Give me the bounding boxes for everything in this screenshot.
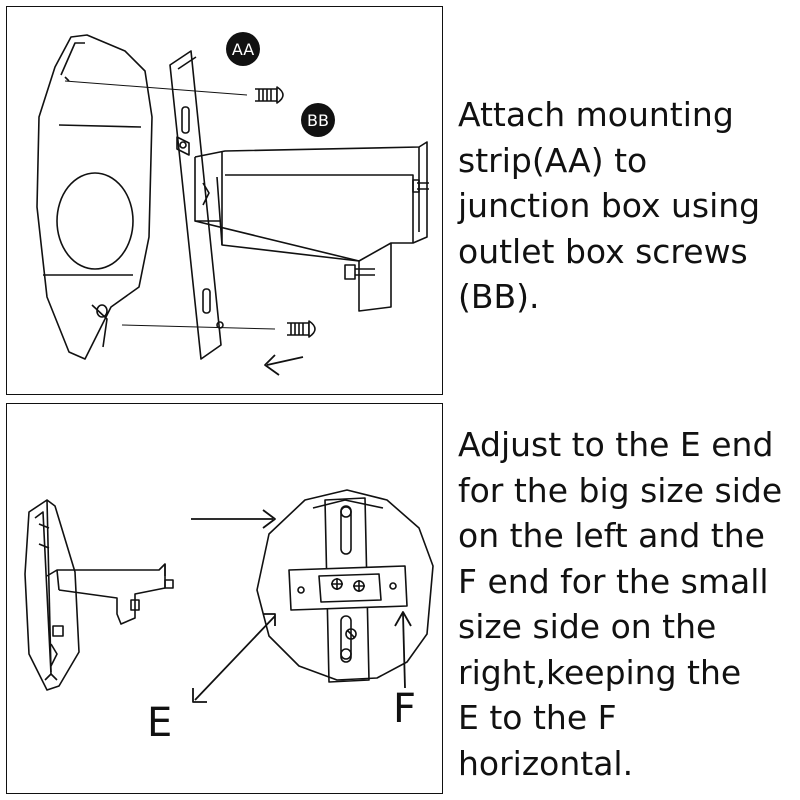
screw-bb bbox=[287, 320, 316, 338]
mounting-strip-horizontal bbox=[288, 565, 408, 611]
move-arrow bbox=[191, 509, 276, 529]
junction-box-cover bbox=[36, 34, 153, 360]
instruction-line: outlet box screws bbox=[458, 231, 748, 271]
screw-aa bbox=[255, 86, 284, 104]
instruction-line: horizontal. bbox=[458, 743, 634, 783]
svg-text:BB: BB bbox=[307, 111, 329, 130]
label-e: E bbox=[147, 700, 172, 746]
e-direction-arrow bbox=[192, 613, 276, 703]
step2-diagram-panel: E F bbox=[6, 403, 443, 794]
instruction-line: (BB). bbox=[458, 277, 540, 316]
instruction-line: on the left and the bbox=[458, 516, 765, 555]
step1-illustration: AA BB bbox=[36, 32, 429, 376]
instruction-line: F end for the small bbox=[458, 561, 769, 601]
cover-circular-opening bbox=[56, 172, 134, 270]
center-screw bbox=[345, 628, 357, 640]
bracket-screw-lower bbox=[344, 264, 375, 280]
svg-text:AA: AA bbox=[232, 40, 254, 59]
instruction-line: Adjust to the E end bbox=[458, 425, 774, 464]
instruction-line: for the big size side bbox=[458, 470, 783, 510]
badge-bb: BB bbox=[301, 103, 335, 137]
step2-instruction: Adjust to the E end for the big size sid… bbox=[458, 422, 782, 786]
mounting-bracket-arm bbox=[194, 141, 428, 312]
mounting-strip-plate bbox=[169, 50, 224, 360]
badge-aa: AA bbox=[226, 32, 260, 66]
step1-instruction: Attach mounting strip(AA) to junction bo… bbox=[458, 92, 760, 320]
instruction-line: strip(AA) to bbox=[458, 140, 648, 180]
direction-arrow bbox=[264, 354, 304, 376]
side-view-assembly bbox=[24, 499, 174, 691]
step2-illustration: E F bbox=[24, 489, 434, 746]
instruction-line: right,keeping the bbox=[458, 652, 742, 692]
bracket-screw-upper bbox=[412, 179, 429, 193]
label-f: F bbox=[393, 686, 416, 732]
octagon-box-plate bbox=[256, 489, 434, 681]
instruction-line: junction box using bbox=[458, 186, 761, 225]
alignment-guide-lines bbox=[64, 80, 276, 330]
f-direction-arrow bbox=[394, 611, 412, 689]
step1-diagram-panel: AA BB bbox=[6, 6, 443, 395]
instruction-line: Attach mounting bbox=[458, 95, 734, 134]
instruction-line: E to the F bbox=[458, 698, 617, 737]
instruction-line: size side on the bbox=[458, 607, 717, 646]
